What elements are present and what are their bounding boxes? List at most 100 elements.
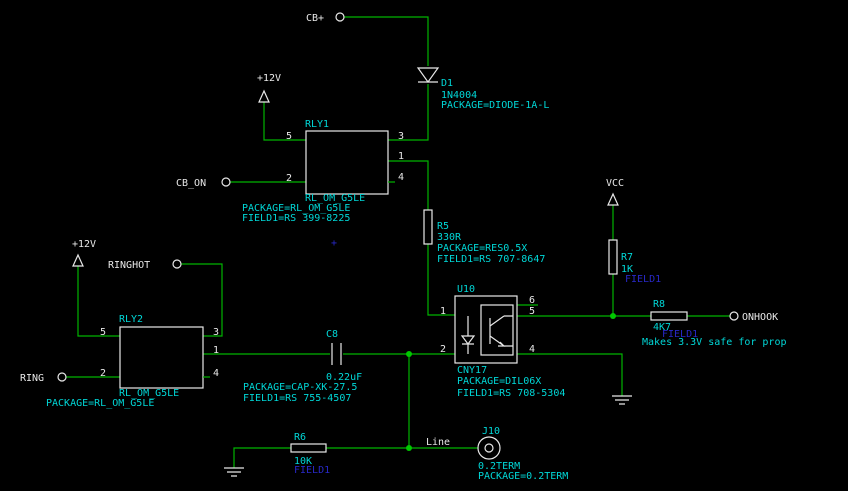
power-label: VCC [606,178,624,189]
rly2-value: RL_OM_G5LE [119,388,179,399]
power-label: +12V [72,239,96,250]
c8-field: FIELD1=RS 755-4507 [243,393,351,404]
opto-body [454,295,518,364]
u10-ref: U10 [457,284,475,295]
rly2-package: PACKAGE=RL_OM_G5LE [46,398,154,409]
u10-pin-6: 6 [529,295,535,306]
port-circle [221,177,231,187]
wire-gnd-r6 [233,447,291,468]
relay-rly2[interactable]: RLY2 5 2 3 1 4 RL_OM_G5LE PACKAGE=RL_OM_… [46,314,219,409]
rly1-package: PACKAGE=RL_OM_G5LE [242,203,350,214]
rly1-ref: RLY1 [305,119,329,130]
u10-field: FIELD1=RS 708-5304 [457,388,565,399]
wire-rly1-pin1-r5 [388,160,429,210]
rly1-pin-3: 3 [398,131,404,142]
port-onhook[interactable]: ONHOOK [729,311,778,323]
r5-ref: R5 [437,221,449,232]
r7-value: 1K [621,264,633,275]
u10-pin-1: 1 [440,306,446,317]
rly2-pin-3: 3 [213,327,219,338]
capacitor-c8[interactable]: C8 0.22uF PACKAGE=CAP-XK-27.5 FIELD1=RS … [243,329,362,404]
d1-package: PACKAGE=DIODE-1A-L [441,100,549,111]
port-circle [335,12,345,22]
r6-field: FIELD1 [294,465,330,476]
power-12v-left: +12V [72,239,96,267]
c8-value: 0.22uF [326,372,362,383]
phototransistor-icon [489,315,506,347]
power-arrow-icon [607,192,619,206]
j10-value: 0.2TERM [478,461,520,472]
u10-pin-5: 5 [529,306,535,317]
r5-package: PACKAGE=RES0.5X [437,243,527,254]
u10-package: PACKAGE=DIL06X [457,376,541,387]
r8-value: 4K7 [653,322,671,333]
relay-rly1[interactable]: RLY1 5 2 3 1 4 RL_OM_G5LE PACKAGE=RL_OM_… [242,119,404,249]
wire-ringhot-rly2-pin3 [181,263,223,337]
resistor-r8[interactable]: R8 4K7 FIELD1 Makes 3.3V safe for prop [642,299,787,348]
rly1-pin-2: 2 [286,173,292,184]
port-label: RINGHOT [108,260,150,271]
resistor-r5[interactable]: R5 330R PACKAGE=RES0.5X FIELD1=RS 707-86… [423,209,545,265]
diode-d1[interactable]: D1 1N4004 PACKAGE=DIODE-1A-L [416,67,549,111]
line-label: Line [426,437,450,448]
rly2-pin-5: 5 [100,327,106,338]
rly1-marker: + [331,238,337,249]
power-label: +12V [257,73,281,84]
power-arrow-icon [72,253,84,267]
junction-dot [406,351,412,357]
junction-dot [406,445,412,451]
r7-ref: R7 [621,252,633,263]
c8-ref: C8 [326,329,338,340]
led-icon [460,316,476,354]
r8-ref: R8 [653,299,665,310]
r8-note: Makes 3.3V safe for prop [642,337,787,348]
port-circle [172,259,182,269]
diode-icon [416,67,440,84]
port-label: CB+ [306,13,324,24]
ground-r6 [224,467,244,477]
port-cb-plus[interactable]: CB+ [306,12,345,24]
ground-icon [612,395,632,405]
rly1-value: RL_OM_G5LE [305,193,365,204]
ground-icon [224,467,244,477]
port-ring[interactable]: RING [20,372,67,384]
resistor-r7[interactable]: R7 1K FIELD1 [608,239,661,285]
rly2-pin-4: 4 [213,368,219,379]
wire-12v-rly1-pin5 [263,102,306,141]
resistor-body [608,239,618,275]
phototransistor-leads [504,315,513,347]
rly1-pin-4: 4 [398,172,404,183]
wire-cbplus-d1 [344,16,429,66]
wire-d1-rly1-pin3 [388,84,429,141]
port-ringhot[interactable]: RINGHOT [108,259,182,271]
port-circle [729,311,739,321]
wires [66,16,730,468]
rly2-ref: RLY2 [119,314,143,325]
wire-12v-rly2-pin5 [77,266,120,337]
port-label: CB_ON [176,178,206,189]
r5-field: FIELD1=RS 707-8647 [437,254,545,265]
port-cb-on[interactable]: CB_ON [176,177,231,189]
rly2-pin-1: 1 [213,345,219,356]
port-label: ONHOOK [742,312,778,323]
resistor-body [290,443,327,453]
u10-pin-4: 4 [529,344,535,355]
port-circle [57,372,67,382]
terminal-ring [477,436,501,460]
d1-value: 1N4004 [441,90,477,101]
u10-value: CNY17 [457,365,487,376]
optocoupler-u10[interactable]: U10 6 5 1 2 4 CNY17 PACKAGE=DIL06X FIELD… [440,284,565,399]
relay-body [305,130,389,195]
wire-u10-pin4-gnd [517,353,623,396]
r8-field: FIELD1 [662,329,698,340]
c8-package: PACKAGE=CAP-XK-27.5 [243,382,357,393]
phototransistor-frame [480,304,514,356]
power-arrow-icon [258,89,270,103]
capacitor-icon [331,343,342,365]
resistor-r6[interactable]: R6 10K FIELD1 [290,432,330,476]
r6-ref: R6 [294,432,306,443]
terminal-j10[interactable]: Line J10 0.2TERM PACKAGE=0.2TERM [426,426,568,482]
rly2-pin-2: 2 [100,368,106,379]
r6-value: 10K [294,456,312,467]
